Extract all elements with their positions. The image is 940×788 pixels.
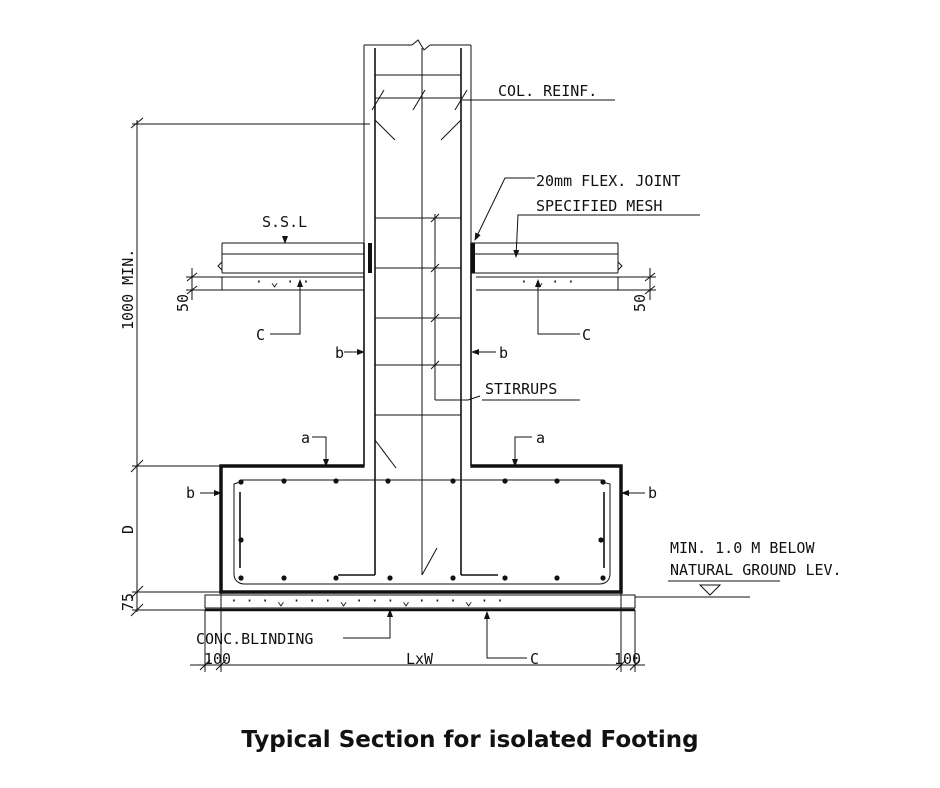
- specified-mesh-label: SPECIFIED MESH: [536, 197, 662, 215]
- flex-joint-label: 20mm FLEX. JOINT: [536, 172, 681, 190]
- b-right-lower-label: b: [648, 484, 657, 502]
- slab-left: · ⌄ · ·: [217, 242, 372, 291]
- dim-1000-label: 1000 MIN.: [119, 249, 137, 330]
- stirrup-spacing-dimension: [430, 213, 481, 401]
- c-left-label: C: [256, 326, 265, 344]
- column-stirrups: [371, 74, 468, 416]
- ground-line1-label: MIN. 1.0 M BELOW: [670, 539, 815, 557]
- column-outline: [363, 39, 472, 468]
- concrete-blinding: · · · ⌄ · · · ⌄ · · · ⌄ · · · ⌄ · ·: [204, 594, 636, 612]
- col-reinf-label: COL. REINF.: [498, 82, 597, 100]
- lxw-label: LxW: [406, 650, 434, 668]
- footing-section-drawing: · ⌄ · · · ⌄ · ·: [119, 39, 842, 672]
- column-bars: [338, 48, 498, 576]
- a-right-label: a: [536, 429, 545, 447]
- dim-50-left-label: 50: [174, 294, 192, 312]
- dim-75-label: 75: [119, 593, 137, 611]
- dim-d-label: D: [119, 525, 137, 534]
- svg-text:· ⌄ · ·: · ⌄ · ·: [520, 275, 575, 290]
- c-bottom-label: C: [530, 650, 539, 668]
- ground-line2-label: NATURAL GROUND LEV.: [670, 561, 842, 579]
- a-left-label: a: [301, 429, 310, 447]
- stirrups-label: STIRRUPS: [485, 380, 557, 398]
- dim-100-right-label: 100: [614, 650, 641, 668]
- footing-reinforcement: [233, 478, 611, 585]
- footing-outline: [219, 243, 623, 594]
- dimension-lines: [130, 117, 656, 672]
- figure-caption: Typical Section for isolated Footing: [241, 727, 699, 753]
- leader-lines: [200, 99, 700, 659]
- dim-100-left-label: 100: [204, 650, 231, 668]
- dim-50-right-label: 50: [631, 294, 649, 312]
- svg-text:· ⌄ · ·: · ⌄ · ·: [255, 275, 310, 290]
- ssl-label: S.S.L: [262, 213, 307, 231]
- slab-right: · ⌄ · ·: [471, 242, 623, 291]
- conc-blinding-label: CONC.BLINDING: [196, 630, 313, 648]
- svg-text:· · · ⌄ · · · ⌄ · ·: · · · ⌄ · · · ⌄ · · · ⌄ · · · ⌄ · ·: [230, 594, 504, 609]
- natural-ground-line: [635, 580, 780, 598]
- c-right-label: C: [582, 326, 591, 344]
- b-left-lower-label: b: [186, 484, 195, 502]
- b-right-upper-label: b: [499, 344, 508, 362]
- b-left-upper-label: b: [335, 344, 344, 362]
